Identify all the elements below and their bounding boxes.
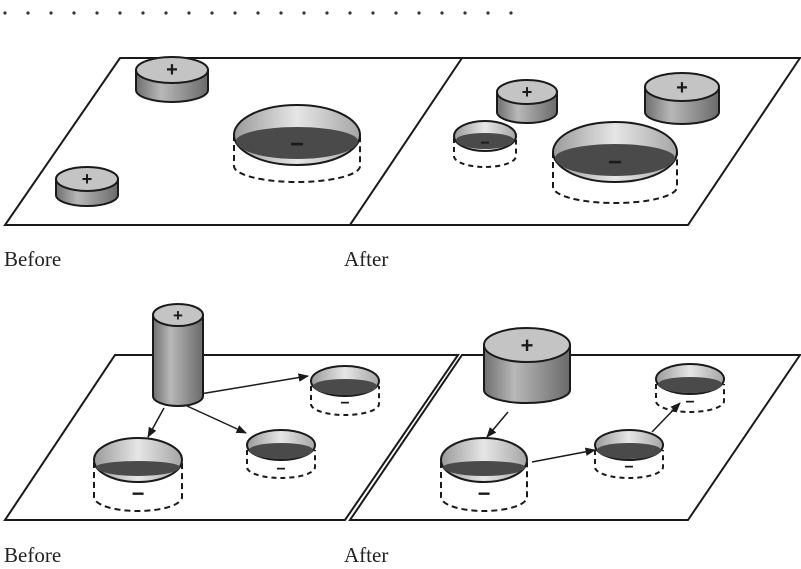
negative-pit: − <box>440 437 528 512</box>
negative-sign: − <box>478 481 491 506</box>
rule-dot <box>302 11 306 15</box>
positive-column: + <box>152 303 204 407</box>
rule-dot <box>440 11 444 15</box>
rule-dot <box>187 11 191 15</box>
rule-dot <box>486 11 490 15</box>
transfer-arrow <box>147 407 165 438</box>
caption-before-top: Before <box>4 247 62 271</box>
rule-dot <box>509 11 513 15</box>
positive-sign: + <box>521 333 534 358</box>
caption-after-bottom: After <box>344 543 389 567</box>
panel-top-after: + + − − <box>348 57 801 226</box>
rule-dot <box>3 11 7 15</box>
rule-dot <box>95 11 99 15</box>
rule-dot <box>348 11 352 15</box>
rule-dot <box>371 11 375 15</box>
negative-sign: − <box>290 131 304 158</box>
negative-sign: − <box>608 149 622 176</box>
transfer-arrow <box>199 373 310 395</box>
negative-pit: − <box>310 365 380 416</box>
negative-sign: − <box>480 135 489 152</box>
positive-bump: + <box>483 327 571 404</box>
caption-before-bottom: Before <box>4 543 62 567</box>
rule-dot <box>417 11 421 15</box>
negative-sign: − <box>624 459 633 476</box>
transfer-arrow <box>531 447 597 463</box>
negative-sign: − <box>340 395 349 412</box>
rule-dot <box>256 11 260 15</box>
caption-after-top: After <box>344 247 389 271</box>
positive-sign: + <box>173 306 183 325</box>
rule-dot <box>26 11 30 15</box>
negative-pit: − <box>233 104 361 183</box>
rule-dot <box>118 11 122 15</box>
negative-sign: − <box>132 481 145 506</box>
positive-bump: + <box>135 56 209 103</box>
rule-dot <box>164 11 168 15</box>
negative-pit: − <box>453 120 517 168</box>
positive-sign: + <box>82 169 93 189</box>
positive-bump: + <box>496 79 558 124</box>
negative-sign: − <box>276 461 285 478</box>
rule-dot <box>463 11 467 15</box>
rule-dot <box>279 11 283 15</box>
transfer-arrow <box>186 405 247 434</box>
negative-sign: − <box>685 394 694 411</box>
positive-bump: + <box>644 72 720 125</box>
rule-dot <box>325 11 329 15</box>
rule-dot <box>49 11 53 15</box>
panel-bottom-before: + − − − <box>3 303 460 521</box>
negative-pit: − <box>93 437 183 512</box>
negative-pit: − <box>552 121 678 204</box>
dotted-rule <box>3 11 513 15</box>
rule-dot <box>233 11 237 15</box>
rule-dot <box>394 11 398 15</box>
positive-sign: + <box>166 59 178 81</box>
negative-pit: − <box>594 429 664 479</box>
panel-top-before: + + − <box>3 56 467 226</box>
negative-pit: − <box>655 363 725 413</box>
positive-sign: + <box>676 77 688 99</box>
rule-dot <box>72 11 76 15</box>
rule-dot <box>141 11 145 15</box>
negative-pit: − <box>246 429 316 479</box>
rule-dot <box>210 11 214 15</box>
transfer-arrow <box>651 402 681 433</box>
panel-bottom-after: + − − − <box>348 327 801 521</box>
transfer-arrow <box>486 411 509 438</box>
positive-bump: + <box>55 166 119 207</box>
positive-sign: + <box>522 82 533 102</box>
